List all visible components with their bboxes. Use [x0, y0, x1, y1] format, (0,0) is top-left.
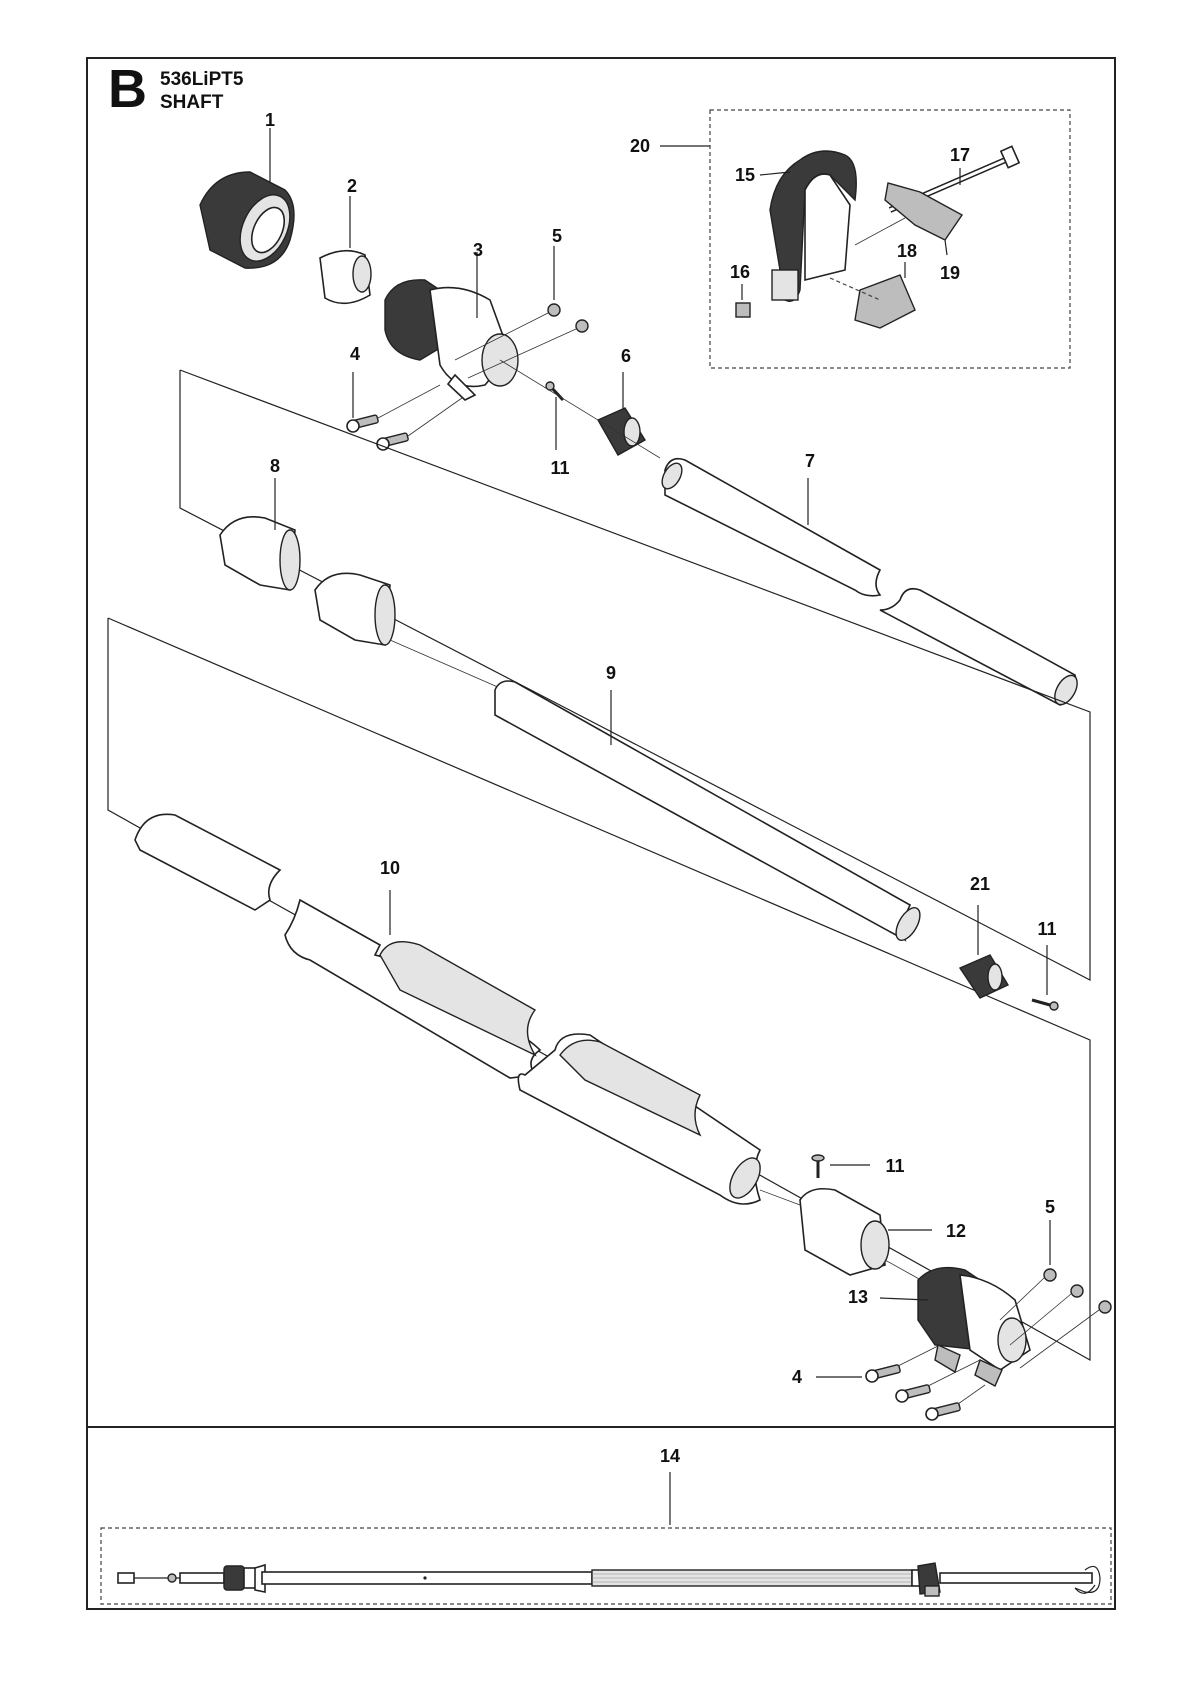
axis-line-12 — [759, 1189, 801, 1206]
part-5-nuts-upper — [454, 303, 589, 379]
part-10-outer-tube — [134, 813, 762, 1205]
callout-17: 17 — [950, 145, 970, 165]
leader-15 — [759, 171, 791, 176]
section-divider — [86, 1426, 1116, 1428]
callout-11-middle: 11 — [1037, 919, 1056, 939]
callout-14: 14 — [660, 1446, 680, 1466]
part-7-tube — [661, 457, 1078, 706]
section-title: SHAFT — [160, 92, 224, 113]
axis-line-8 — [389, 639, 501, 689]
part-21-sleeve — [958, 954, 1010, 999]
assembly-line-18 — [829, 277, 881, 301]
callout-8: 8 — [270, 456, 280, 476]
part-12-sleeve — [799, 1187, 890, 1276]
part-16-nut — [735, 302, 751, 318]
part-18-clip — [854, 274, 916, 329]
part-3-clamp — [384, 279, 519, 401]
callout-19: 19 — [940, 263, 960, 283]
part-11-screw-middle — [1031, 998, 1059, 1011]
assembly-line-19 — [854, 217, 906, 246]
callout-9: 9 — [606, 663, 616, 683]
callout-13: 13 — [848, 1287, 868, 1307]
detail-box-20 — [709, 109, 1071, 369]
callout-12: 12 — [946, 1221, 966, 1241]
callout-5-lower: 5 — [1045, 1197, 1055, 1217]
callout-11-lower: 11 — [885, 1156, 904, 1176]
part-15-hook — [769, 150, 857, 302]
part-14-complete-shaft — [117, 1562, 1101, 1597]
panel-outline-lower — [107, 617, 1091, 1362]
part-11-screw-lower — [811, 1154, 825, 1178]
callout-21: 21 — [970, 874, 990, 894]
section-letter: B — [108, 59, 147, 119]
part-19-plate — [884, 182, 964, 241]
callout-7: 7 — [805, 451, 815, 471]
callout-20: 20 — [630, 136, 650, 156]
part-5-nuts-lower — [999, 1268, 1112, 1369]
callout-15: 15 — [735, 165, 755, 185]
detail-box-14 — [100, 1527, 1112, 1605]
part-4-bolts-upper — [346, 384, 463, 451]
part-13-clamp — [917, 1266, 1031, 1387]
part-9-inner-tube — [494, 680, 921, 942]
part-6-sleeve — [597, 407, 646, 456]
callout-6: 6 — [621, 346, 631, 366]
part-2-ring — [319, 249, 372, 305]
part-11-screw-upper — [545, 381, 565, 402]
part-8-half-shells — [219, 516, 396, 646]
part-1-nut — [199, 171, 295, 269]
part-4-bolts-lower — [865, 1344, 986, 1421]
callout-4-lower: 4 — [792, 1367, 802, 1387]
callout-5-upper: 5 — [552, 226, 562, 246]
callout-10: 10 — [380, 858, 400, 878]
callout-2: 2 — [347, 176, 357, 196]
panel-outline-upper — [179, 369, 1091, 981]
axis-line-upper — [499, 359, 661, 459]
leader-19 — [944, 239, 948, 256]
callout-3: 3 — [473, 240, 483, 260]
leader-13 — [879, 1297, 929, 1301]
model-name: 536LiPT5 — [160, 69, 244, 90]
callout-18: 18 — [897, 241, 917, 261]
drawing-frame — [86, 57, 1116, 1610]
callout-1: 1 — [265, 110, 275, 130]
callout-4-upper: 4 — [350, 344, 360, 364]
callout-16: 16 — [730, 262, 750, 282]
callout-11-upper: 11 — [550, 458, 569, 478]
